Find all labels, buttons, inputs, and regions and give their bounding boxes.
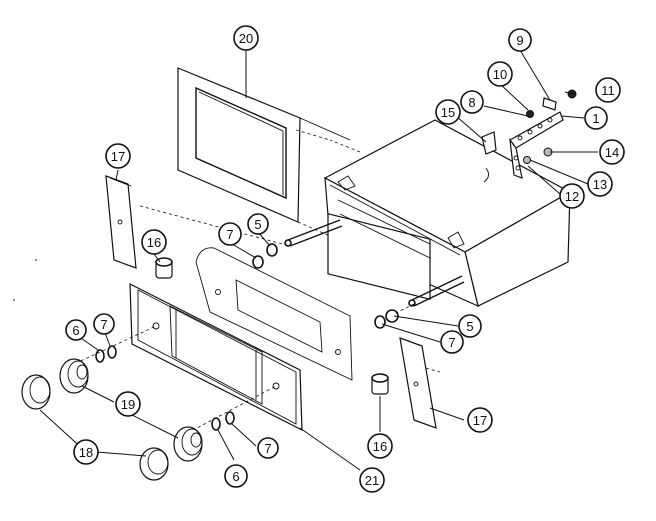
part-16-spacer-lower [371, 373, 389, 395]
part-17-side-plate-right [399, 337, 441, 429]
callout-16-upper: 16 [141, 229, 167, 255]
callout-7-right: 7 [440, 330, 464, 354]
callout-17-upper: 17 [105, 143, 131, 169]
svg-text:13: 13 [593, 177, 607, 192]
svg-text:7: 7 [226, 227, 233, 242]
part-15-clip [481, 131, 497, 183]
callout-21: 21 [359, 467, 385, 493]
svg-text:19: 19 [121, 397, 135, 412]
part-sub-panel [195, 247, 353, 381]
callout-13: 13 [587, 171, 613, 197]
part-19-knob-lower [173, 426, 203, 462]
part-16-spacer-upper [155, 257, 173, 279]
svg-text:9: 9 [516, 33, 523, 48]
svg-text:7: 7 [100, 317, 107, 332]
part-1-bracket [509, 111, 564, 179]
callout-6-lower: 6 [224, 464, 248, 488]
svg-text:12: 12 [565, 189, 579, 204]
part-21-front-panel [69, 283, 303, 437]
svg-text:8: 8 [468, 95, 475, 110]
callout-20: 20 [233, 25, 259, 51]
svg-text:14: 14 [605, 145, 619, 160]
svg-text:1: 1 [592, 111, 599, 126]
part-shafts [139, 205, 465, 317]
callout-5-right: 5 [458, 314, 482, 338]
svg-text:7: 7 [264, 441, 271, 456]
callout-6-left: 6 [65, 319, 87, 341]
callout-7-left: 7 [93, 313, 115, 335]
svg-text:6: 6 [72, 323, 79, 338]
callout-12: 12 [559, 183, 585, 209]
callout-9: 9 [508, 28, 532, 52]
svg-text:20: 20 [239, 31, 253, 46]
callout-16-lower: 16 [367, 433, 393, 459]
part-19-knob-upper [59, 358, 89, 394]
speck-mark [35, 259, 37, 261]
svg-text:15: 15 [441, 105, 455, 120]
part-chassis-box [295, 119, 572, 308]
speck-mark [13, 299, 15, 301]
svg-text:6: 6 [232, 469, 239, 484]
svg-text:16: 16 [373, 439, 387, 454]
svg-text:17: 17 [473, 413, 487, 428]
callout-18: 18 [73, 439, 99, 465]
svg-text:11: 11 [601, 83, 615, 98]
callout-19: 19 [115, 391, 141, 417]
svg-text:10: 10 [493, 67, 507, 82]
callout-1: 1 [584, 106, 608, 130]
svg-text:5: 5 [466, 319, 473, 334]
svg-text:5: 5 [254, 217, 261, 232]
callout-10: 10 [487, 61, 513, 87]
callout-5-upper: 5 [247, 213, 269, 235]
part-18-knob-cap-lower [139, 447, 169, 481]
callout-14: 14 [599, 139, 625, 165]
callout-8: 8 [460, 90, 484, 114]
part-17-side-plate-left [105, 175, 137, 269]
svg-text:17: 17 [111, 149, 125, 164]
svg-text:18: 18 [79, 445, 93, 460]
svg-text:7: 7 [448, 335, 455, 350]
callout-15: 15 [435, 99, 461, 125]
callout-7-upper: 7 [218, 222, 242, 246]
svg-text:21: 21 [365, 473, 379, 488]
callout-17-lower: 17 [467, 407, 493, 433]
part-18-knob-cap-upper [21, 374, 51, 410]
part-20-trim-frame [177, 67, 351, 237]
callout-11: 11 [595, 77, 621, 103]
callout-7-lower: 7 [257, 437, 279, 459]
svg-text:16: 16 [147, 235, 161, 250]
